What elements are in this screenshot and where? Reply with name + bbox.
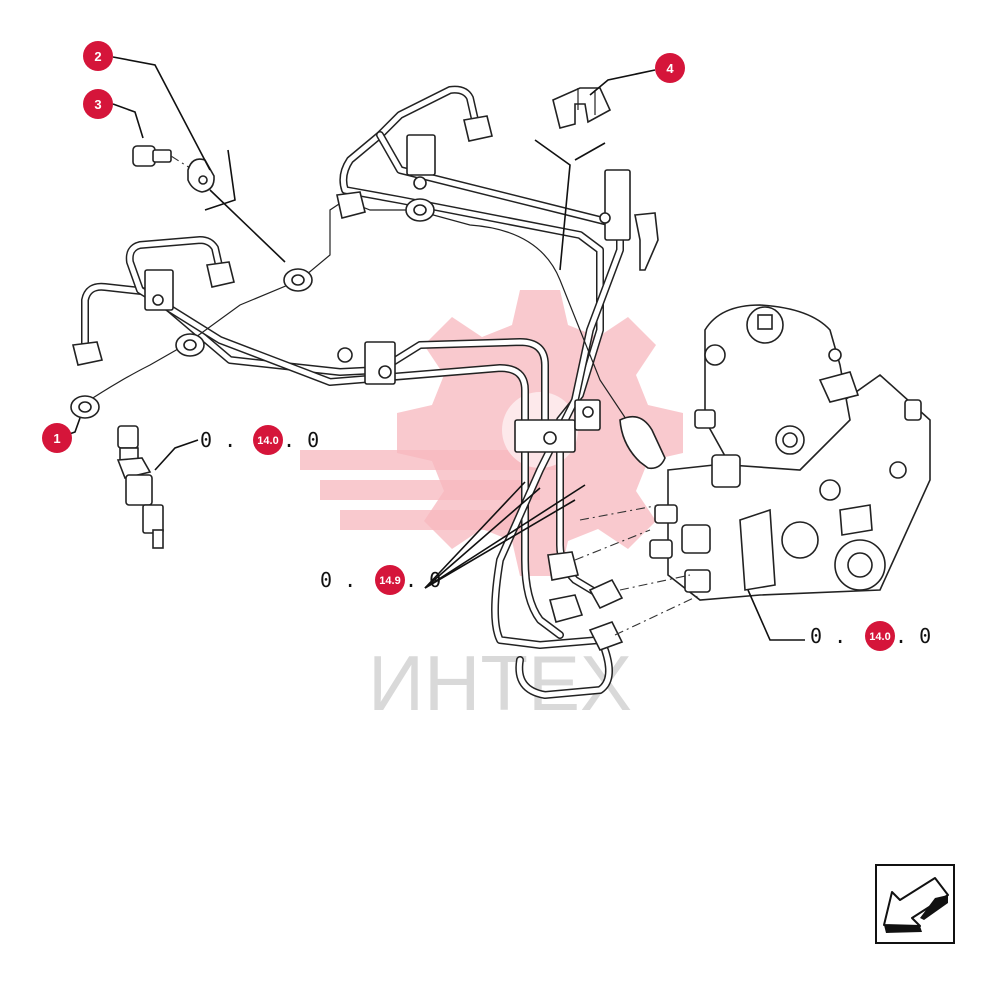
return-hose-end xyxy=(619,415,666,470)
ref-pipes[interactable]: 0 . 14.9 . 0 xyxy=(320,565,441,595)
fuel-injector xyxy=(116,425,164,549)
svg-text:2: 2 xyxy=(94,49,101,64)
watermark: ИНТЕХ xyxy=(300,290,683,727)
svg-text:4: 4 xyxy=(666,61,674,76)
pipe-clamps xyxy=(144,134,659,453)
leak-off-line xyxy=(70,198,666,470)
sealing-washer xyxy=(187,158,215,193)
watermark-text: ИНТЕХ xyxy=(368,639,632,727)
leader-lines xyxy=(57,56,805,641)
callout-1[interactable]: 1 xyxy=(42,423,72,453)
svg-text:. 0: . 0 xyxy=(895,624,931,648)
svg-text:1: 1 xyxy=(53,431,60,446)
ref-injector[interactable]: 0 . 14.0 . 0 xyxy=(200,425,319,455)
svg-text:0 .: 0 . xyxy=(200,428,236,452)
svg-text:14.9: 14.9 xyxy=(379,575,400,587)
svg-text:14.0: 14.0 xyxy=(257,435,278,447)
nav-back-button[interactable] xyxy=(875,864,955,944)
banjo-bolt xyxy=(132,145,191,169)
svg-text:. 0: . 0 xyxy=(283,428,319,452)
pipe-nuts xyxy=(72,115,493,366)
centre-lines xyxy=(574,504,701,636)
callout-2[interactable]: 2 xyxy=(83,41,113,71)
svg-text:3: 3 xyxy=(94,97,101,112)
pump-unions xyxy=(547,551,624,651)
svg-text:14.0: 14.0 xyxy=(869,631,890,643)
arrow-down-left-icon xyxy=(883,877,949,933)
callout-3[interactable]: 3 xyxy=(83,89,113,119)
svg-text:. 0: . 0 xyxy=(405,568,441,592)
callout-4[interactable]: 4 xyxy=(655,53,685,83)
ref-pump[interactable]: 0 . 14.0 . 0 xyxy=(810,621,931,651)
svg-text:0 .: 0 . xyxy=(320,568,356,592)
svg-text:0 .: 0 . xyxy=(810,624,846,648)
pipe-clip xyxy=(552,87,612,129)
injection-pump xyxy=(649,304,931,601)
